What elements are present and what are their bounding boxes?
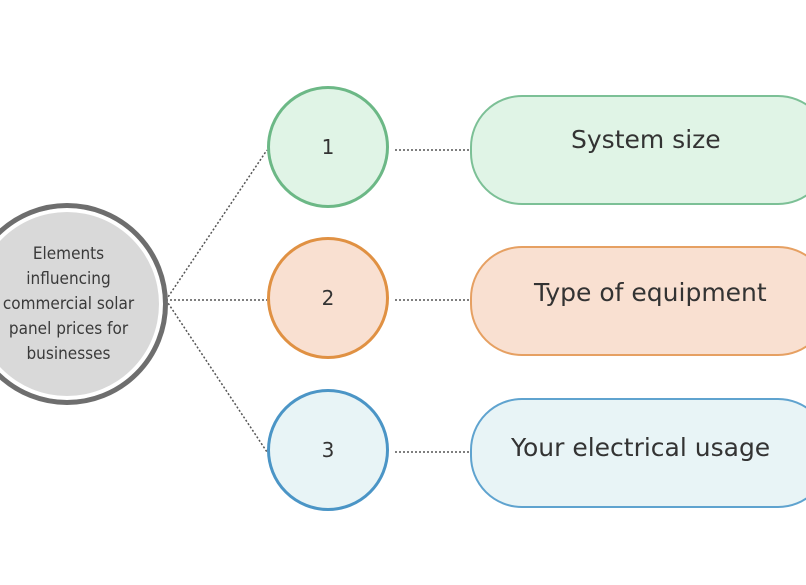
- connector-center-to-3: [165, 299, 268, 453]
- step-2-pill: Type of equipment: [470, 246, 806, 356]
- step-3-label: Your electrical usage: [511, 433, 771, 462]
- step-2-label: Type of equipment: [534, 278, 767, 307]
- step-3-pill: Your electrical usage: [470, 398, 806, 508]
- step-1-circle: 1: [267, 86, 389, 208]
- step-2-circle: 2: [267, 237, 389, 359]
- central-topic-node: Elements influencing commercial solar pa…: [0, 203, 168, 405]
- central-topic-label: Elements influencing commercial solar pa…: [2, 243, 135, 364]
- step-1-pill: System size: [470, 95, 806, 205]
- step-2-number: 2: [321, 286, 335, 310]
- step-3-circle: 3: [267, 389, 389, 511]
- step-1-number: 1: [321, 135, 335, 159]
- connector-center-to-1: [165, 149, 268, 301]
- step-3-number: 3: [321, 438, 335, 462]
- step-1-label: System size: [571, 125, 721, 154]
